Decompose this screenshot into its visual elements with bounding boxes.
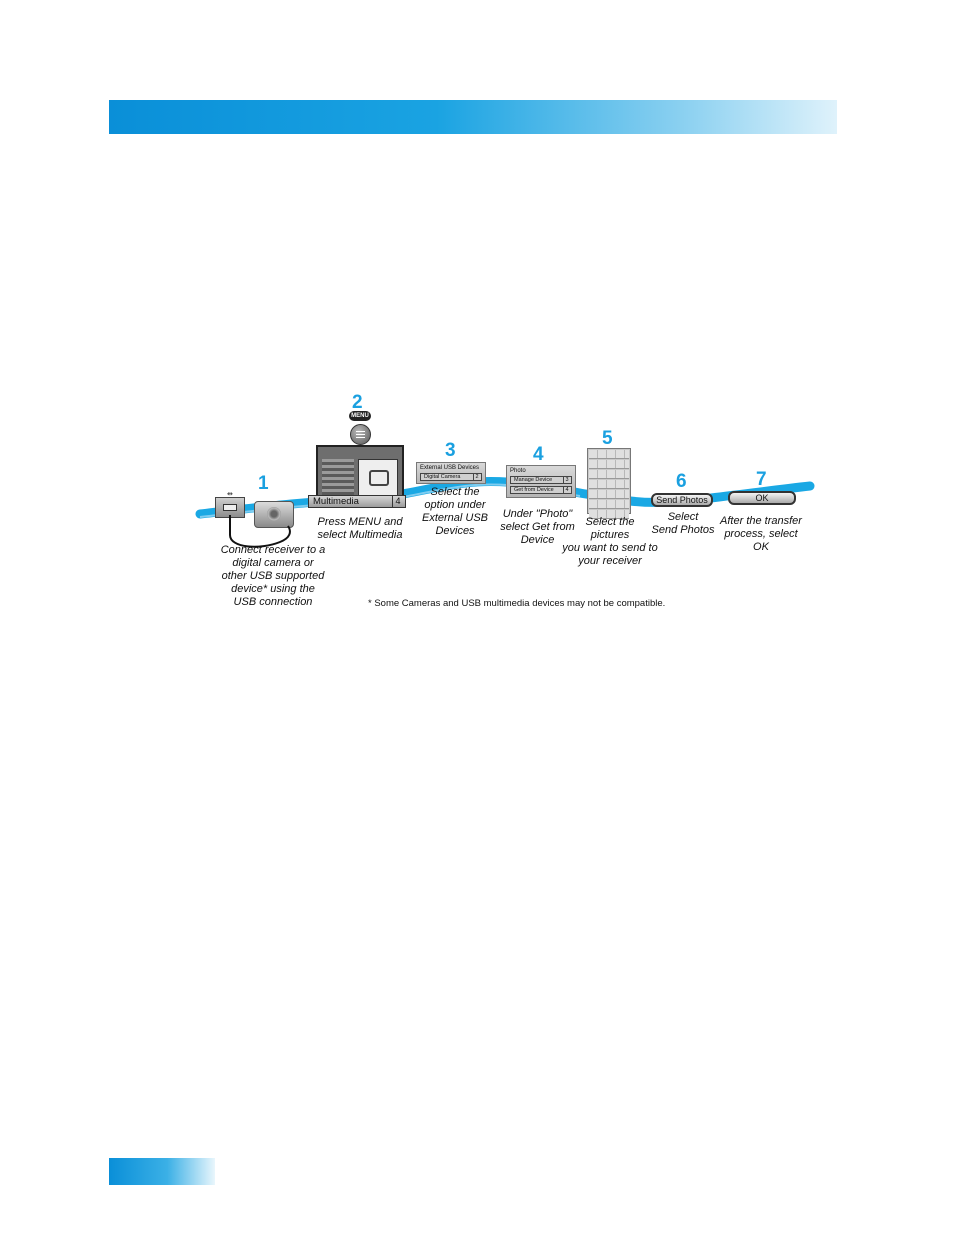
step-1-number: 1 xyxy=(258,473,269,494)
list-item xyxy=(589,510,629,519)
menu-button-icon xyxy=(350,424,371,445)
step-6-number: 6 xyxy=(676,471,687,492)
list-item xyxy=(589,500,629,509)
menu-label: MENU xyxy=(349,411,371,421)
send-photos-button: Send Photos xyxy=(651,493,713,507)
list-item xyxy=(589,450,629,459)
multimedia-menu-item: Multimedia 4 xyxy=(308,495,406,508)
list-item xyxy=(589,490,629,499)
picture-list xyxy=(587,448,631,519)
header-bar xyxy=(109,100,837,134)
list-item xyxy=(589,460,629,469)
step-3-number: 3 xyxy=(445,440,456,461)
step-5-number: 5 xyxy=(602,428,613,449)
usb-cable-icon xyxy=(229,515,291,548)
usb-symbol-icon: ⇹ xyxy=(227,491,233,498)
step-4-number: 4 xyxy=(533,444,544,465)
ok-button: OK xyxy=(728,491,796,505)
footer-tab xyxy=(109,1158,215,1185)
step-7-number: 7 xyxy=(756,469,767,490)
list-item xyxy=(589,470,629,479)
receiver-icon xyxy=(215,497,245,518)
step-2-number: 2 xyxy=(352,392,363,413)
compatibility-footnote: * Some Cameras and USB multimedia device… xyxy=(368,598,666,609)
digital-camera-icon xyxy=(254,501,294,528)
list-item xyxy=(589,480,629,489)
